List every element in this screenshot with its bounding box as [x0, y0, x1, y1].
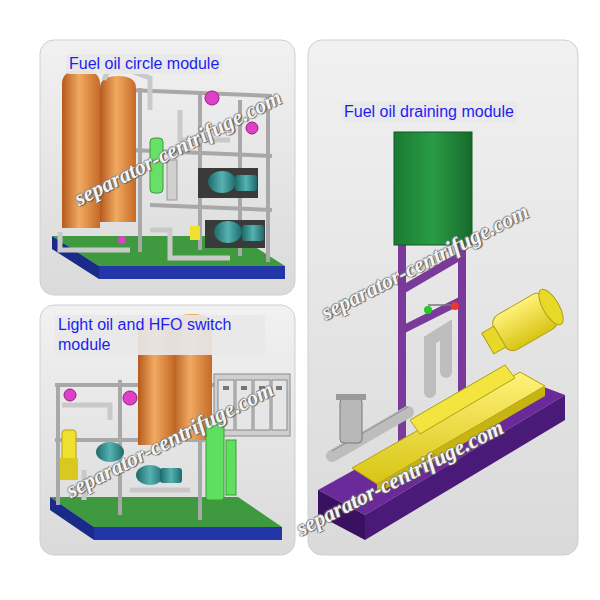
switch-module-drawing: [50, 314, 290, 540]
panel-backgrounds-part: [40, 40, 295, 295]
draining-module-drawing-part: [478, 286, 568, 361]
module-panel: Fuel oil circle module: [40, 40, 297, 295]
title-holder: Fuel oil draining module: [341, 102, 573, 122]
draining-module-drawing-part-part: [402, 300, 462, 330]
circle-module-drawing: [52, 68, 285, 279]
draining-module-drawing-part: [424, 306, 432, 314]
circle-module-drawing-part: [208, 171, 236, 193]
switch-module-drawing-part-part: [276, 386, 282, 390]
switch-module-drawing-part: [62, 430, 76, 460]
switch-module-drawing-part-part: [223, 386, 229, 390]
module-title: Fuel oil circle module: [66, 54, 222, 74]
circle-module-drawing-part: [190, 226, 200, 240]
panel-backgrounds-part: [40, 305, 295, 555]
circle-module-drawing-part-part: [150, 205, 272, 210]
draining-module-drawing-part: [451, 302, 459, 310]
draining-module-drawing-part-part: [430, 330, 446, 392]
circle-module-drawing-part: [118, 236, 126, 244]
draining-module-drawing-part: [332, 330, 446, 456]
circle-module-drawing-part: [235, 175, 257, 191]
draining-module-drawing-part-part: [534, 286, 568, 329]
switch-module-drawing-part: [226, 440, 236, 495]
switch-module-drawing-part: [64, 389, 76, 401]
panel-backgrounds: [40, 40, 578, 555]
title-holder: Light oil and HFO switch module: [55, 315, 265, 355]
draining-module-drawing: [318, 132, 568, 540]
title-holder: Fuel oil circle module: [66, 54, 291, 74]
draining-module-drawing-part-part: [482, 326, 506, 354]
draining-module-drawing-part: [340, 398, 362, 443]
draining-module-drawing-part: [428, 304, 452, 306]
switch-module-drawing-part: [123, 391, 137, 405]
module-title: Light oil and HFO switch module: [55, 315, 265, 355]
circle-module-drawing-part-part: [60, 232, 130, 250]
switch-module-drawing-part-part: [62, 405, 110, 420]
switch-module-drawing-part-part: [272, 380, 287, 430]
circle-module-drawing-part: [100, 76, 136, 222]
switch-module-drawing-part-part: [198, 430, 202, 520]
circle-module-drawing-part: [198, 168, 258, 198]
circle-module-drawing-part: [242, 225, 264, 241]
circle-module-drawing-part: [205, 220, 265, 248]
switch-module-drawing-part: [160, 468, 182, 483]
switch-module-drawing-part-part: [56, 385, 60, 505]
panel-backgrounds-part: [308, 40, 578, 555]
switch-module-drawing-part: [94, 527, 282, 540]
circle-module-drawing-part-part: [266, 96, 270, 262]
switch-module-drawing-part-part: [130, 488, 190, 493]
circle-module-drawing-part: [99, 266, 285, 279]
draining-module-drawing-part: [336, 394, 366, 400]
circle-module-drawing-part: [205, 91, 219, 105]
module-title: Fuel oil draining module: [341, 102, 517, 122]
circle-module-drawing-part: [214, 221, 242, 243]
